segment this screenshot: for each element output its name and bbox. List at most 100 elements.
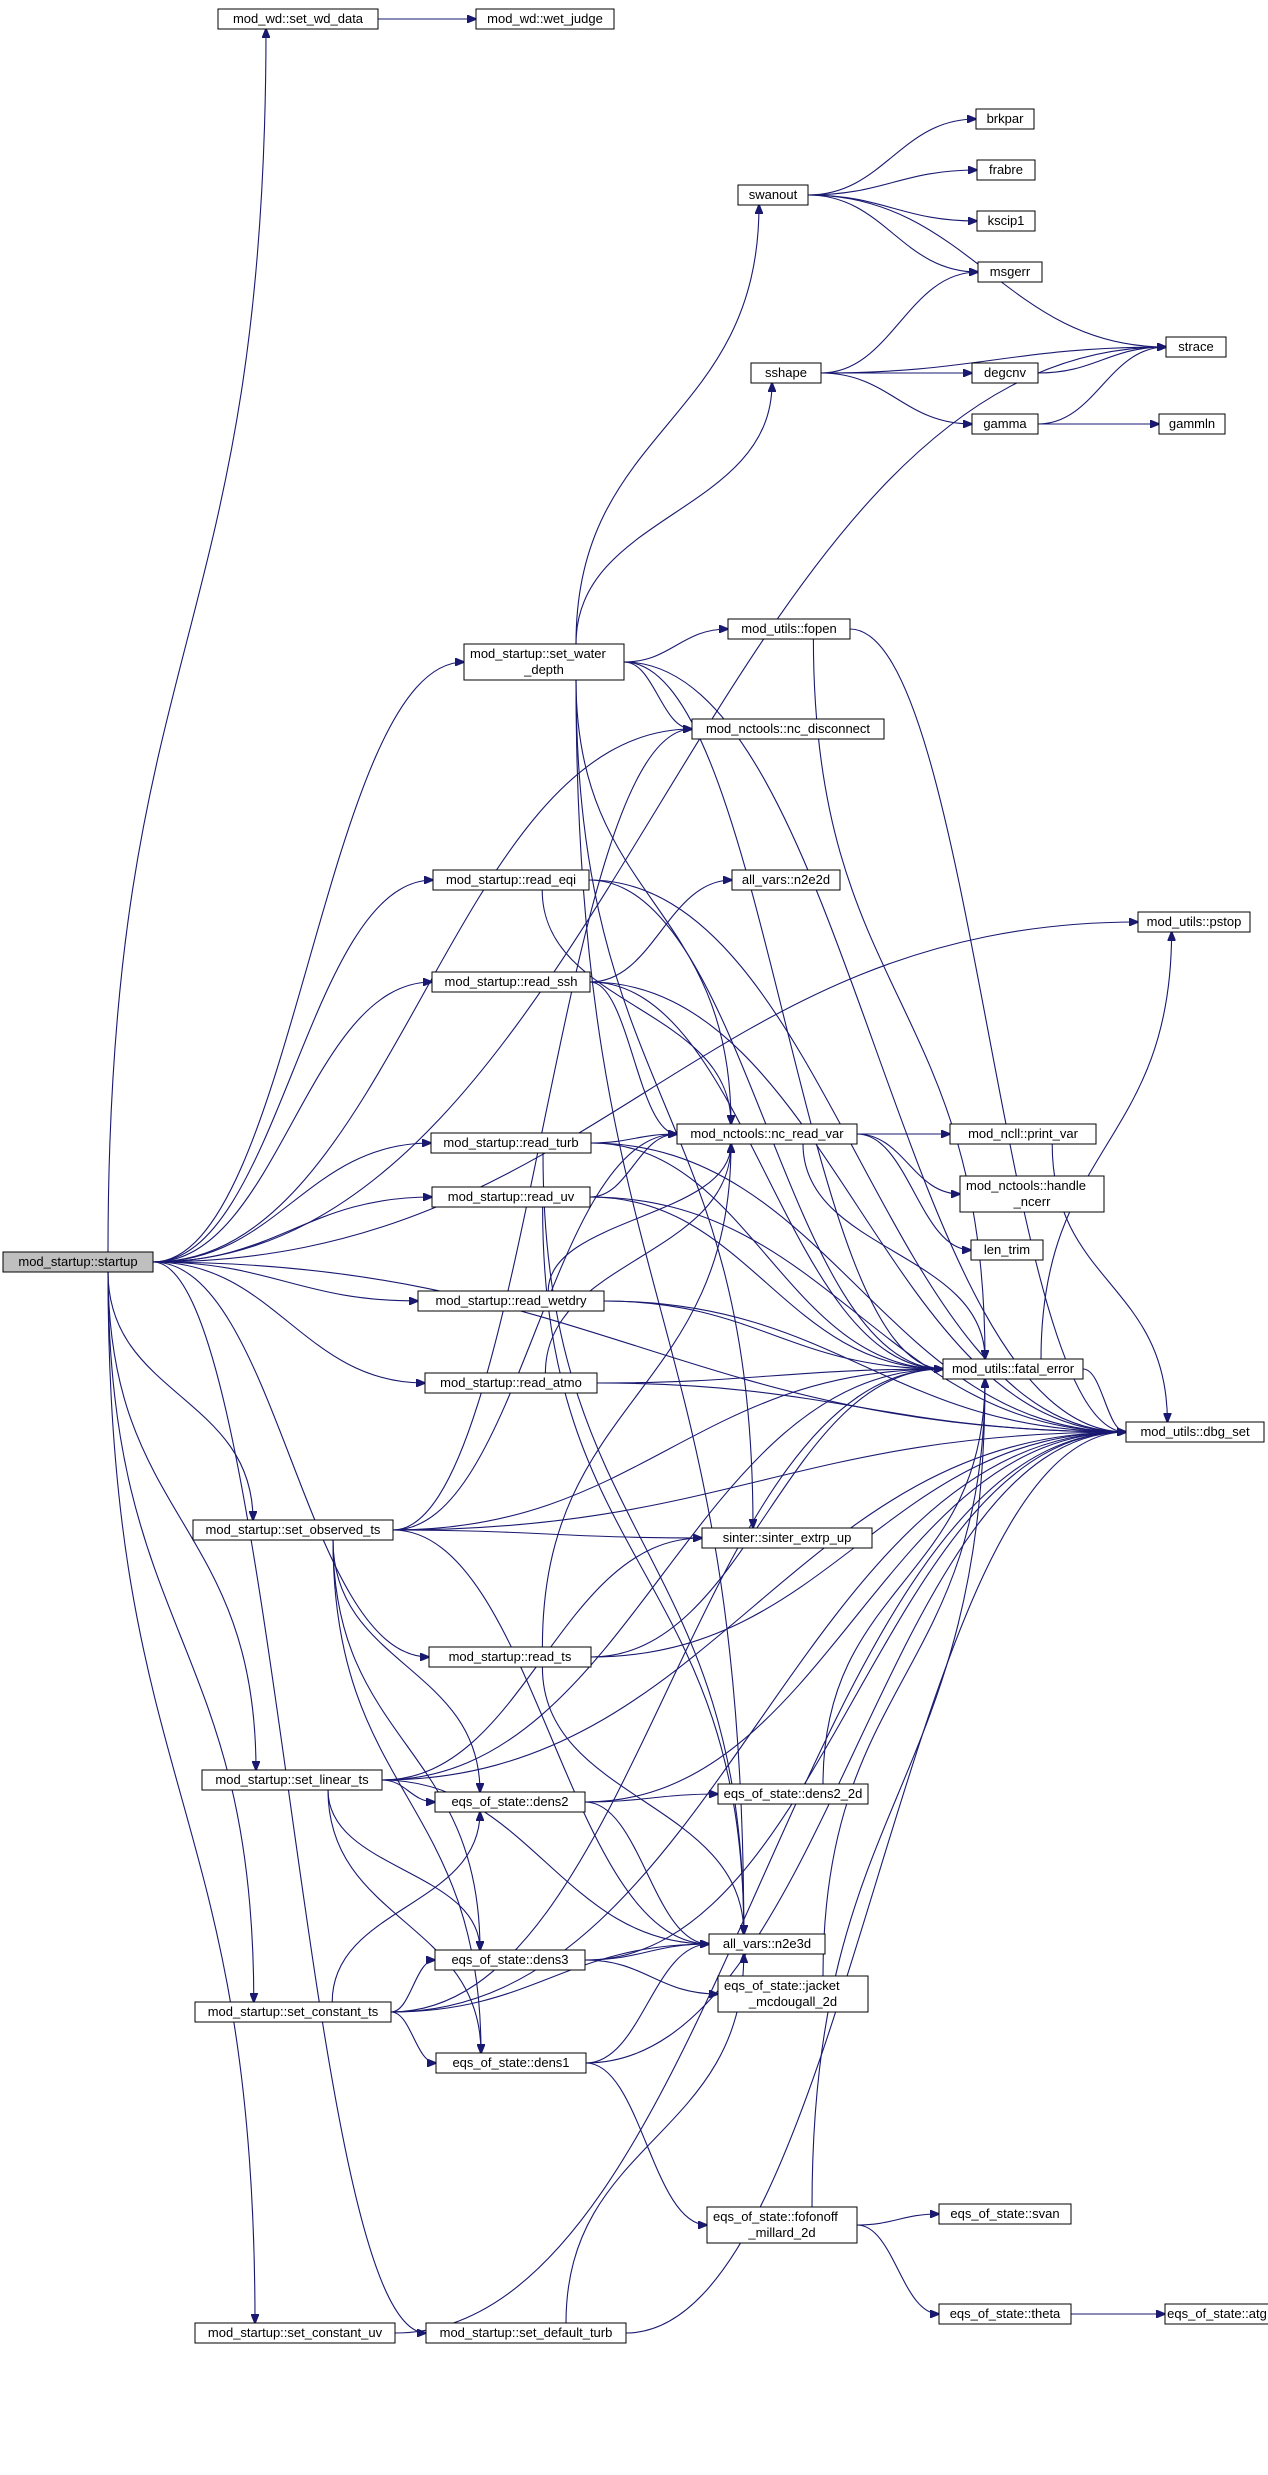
node-read-eqi[interactable]: mod_startup::read_eqi bbox=[432, 869, 590, 891]
node-dens3[interactable]: eqs_of_state::dens3 bbox=[434, 1949, 586, 1971]
node-n2e2d[interactable]: all_vars::n2e2d bbox=[731, 869, 841, 891]
edge-fofonoff-to-svan bbox=[856, 2214, 939, 2226]
node-label: mod_startup::read_turb bbox=[443, 1135, 578, 1150]
node-dens2-2d[interactable]: eqs_of_state::dens2_2d bbox=[717, 1783, 869, 1805]
edge-startup-to-read-turb bbox=[152, 1143, 431, 1263]
edge-swanout-to-brkpar bbox=[807, 119, 976, 196]
node-label: eqs_of_state::jacket bbox=[724, 1978, 840, 1993]
edge-dens1-to-dbg-set bbox=[585, 1432, 1126, 2064]
edge-set-water-depth-to-fatal-error bbox=[623, 661, 943, 1369]
node-dens2[interactable]: eqs_of_state::dens2 bbox=[434, 1791, 586, 1813]
node-svan[interactable]: eqs_of_state::svan bbox=[938, 2203, 1072, 2225]
node-set-linear-ts[interactable]: mod_startup::set_linear_ts bbox=[201, 1769, 383, 1791]
node-kscip1[interactable]: kscip1 bbox=[976, 210, 1036, 232]
edge-read-ssh-to-nc-read-var bbox=[589, 981, 677, 1134]
edge-jacket-to-fatal-error bbox=[822, 1379, 985, 1977]
node-label: gammln bbox=[1169, 416, 1215, 431]
node-label: sinter::sinter_extrp_up bbox=[723, 1530, 852, 1545]
node-pstop[interactable]: mod_utils::pstop bbox=[1137, 911, 1251, 933]
node-swanout[interactable]: swanout bbox=[737, 184, 809, 206]
node-read-ssh[interactable]: mod_startup::read_ssh bbox=[431, 971, 591, 993]
node-label: mod_startup::read_atmo bbox=[440, 1375, 582, 1390]
node-sshape[interactable]: sshape bbox=[750, 362, 822, 384]
node-read-turb[interactable]: mod_startup::read_turb bbox=[430, 1132, 592, 1154]
node-label: mod_startup::set_water bbox=[470, 646, 607, 661]
node-read-atmo[interactable]: mod_startup::read_atmo bbox=[424, 1372, 598, 1394]
edge-nc-read-var-to-len-trim bbox=[856, 1133, 971, 1250]
node-fatal-error[interactable]: mod_utils::fatal_error bbox=[942, 1358, 1084, 1380]
node-label: mod_ncll::print_var bbox=[968, 1126, 1078, 1141]
node-frabre[interactable]: frabre bbox=[976, 159, 1036, 181]
node-jacket[interactable]: eqs_of_state::jacket_mcdougall_2d bbox=[717, 1975, 869, 2013]
node-box bbox=[434, 1949, 586, 1971]
edge-set-observed-ts-to-fatal-error bbox=[392, 1369, 943, 1531]
edge-fatal-error-to-dbg-set bbox=[1082, 1368, 1126, 1432]
node-gammln[interactable]: gammln bbox=[1158, 413, 1226, 435]
node-set-water-depth[interactable]: mod_startup::set_water_depth bbox=[463, 643, 625, 681]
node-nc-read-var[interactable]: mod_nctools::nc_read_var bbox=[676, 1123, 858, 1145]
node-dbg-set[interactable]: mod_utils::dbg_set bbox=[1125, 1421, 1265, 1443]
edge-set-constant-ts-to-dbg-set bbox=[390, 1432, 1126, 2013]
node-label: mod_startup::set_constant_ts bbox=[208, 2004, 379, 2019]
edge-read-ts-to-n2e3d bbox=[541, 1666, 743, 1934]
node-box bbox=[428, 1646, 592, 1668]
edge-set-default-turb-to-n2e3d bbox=[565, 1954, 744, 2324]
node-label: msgerr bbox=[990, 264, 1031, 279]
node-sinter-extrp-up[interactable]: sinter::sinter_extrp_up bbox=[701, 1527, 873, 1549]
node-atg[interactable]: eqs_of_state::atg bbox=[1164, 2303, 1268, 2325]
edge-startup-to-read-ts bbox=[152, 1261, 429, 1657]
node-fofonoff[interactable]: eqs_of_state::fofonoff_millard_2d bbox=[706, 2206, 858, 2244]
node-box bbox=[434, 1791, 586, 1813]
node-fopen[interactable]: mod_utils::fopen bbox=[727, 618, 851, 640]
node-box bbox=[750, 362, 822, 384]
edge-read-uv-to-n2e3d bbox=[542, 1206, 744, 1934]
edge-sshape-to-strace bbox=[820, 347, 1166, 374]
node-n2e3d[interactable]: all_vars::n2e3d bbox=[708, 1933, 826, 1955]
edge-degcnv-to-strace bbox=[1037, 347, 1166, 374]
node-dens1[interactable]: eqs_of_state::dens1 bbox=[435, 2052, 587, 2074]
node-wet-judge[interactable]: mod_wd::wet_judge bbox=[475, 8, 615, 30]
node-nc-disconnect[interactable]: mod_nctools::nc_disconnect bbox=[691, 718, 885, 740]
node-brkpar[interactable]: brkpar bbox=[975, 108, 1035, 130]
edge-dens3-to-jacket bbox=[584, 1959, 718, 1994]
node-box bbox=[701, 1527, 873, 1549]
node-box bbox=[676, 1123, 858, 1145]
edge-read-turb-to-dbg-set bbox=[590, 1142, 1126, 1432]
node-set-default-turb[interactable]: mod_startup::set_default_turb bbox=[425, 2322, 627, 2344]
node-len-trim[interactable]: len_trim bbox=[970, 1239, 1044, 1261]
edge-startup-to-read-wetdry bbox=[152, 1261, 418, 1301]
node-set-observed-ts[interactable]: mod_startup::set_observed_ts bbox=[192, 1519, 394, 1541]
node-read-ts[interactable]: mod_startup::read_ts bbox=[428, 1646, 592, 1668]
node-gamma[interactable]: gamma bbox=[971, 413, 1039, 435]
edge-set-water-depth-to-sshape bbox=[575, 383, 772, 645]
edge-startup-to-set-default-turb bbox=[152, 1261, 426, 2333]
node-print-var[interactable]: mod_ncll::print_var bbox=[949, 1123, 1097, 1145]
node-handle-ncerr[interactable]: mod_nctools::handle_ncerr bbox=[959, 1175, 1105, 1213]
edge-swanout-to-msgerr bbox=[807, 194, 978, 272]
edge-set-linear-ts-to-dens3 bbox=[327, 1789, 480, 1950]
edge-nc-read-var-to-handle-ncerr bbox=[856, 1133, 960, 1194]
edge-set-observed-ts-to-n2e3d bbox=[392, 1529, 709, 1944]
edge-set-observed-ts-to-nc-read-var bbox=[392, 1134, 677, 1531]
node-theta[interactable]: eqs_of_state::theta bbox=[938, 2303, 1072, 2325]
edge-read-ssh-to-n2e2d bbox=[589, 880, 732, 983]
edge-read-wetdry-to-dbg-set bbox=[603, 1300, 1126, 1432]
node-label: _millard_2d bbox=[747, 2225, 815, 2240]
edge-startup-to-read-uv bbox=[152, 1197, 432, 1263]
edge-swanout-to-frabre bbox=[807, 170, 977, 196]
node-set-constant-uv[interactable]: mod_startup::set_constant_uv bbox=[194, 2322, 396, 2344]
node-box bbox=[938, 2303, 1072, 2325]
node-degcnv[interactable]: degcnv bbox=[971, 362, 1039, 384]
node-set-wd-data[interactable]: mod_wd::set_wd_data bbox=[217, 8, 379, 30]
node-label: sshape bbox=[765, 365, 807, 380]
node-box bbox=[201, 1769, 383, 1791]
edge-read-wetdry-to-fatal-error bbox=[603, 1300, 943, 1369]
node-startup[interactable]: mod_startup::startup bbox=[2, 1251, 154, 1273]
node-set-constant-ts[interactable]: mod_startup::set_constant_ts bbox=[194, 2001, 392, 2023]
node-read-wetdry[interactable]: mod_startup::read_wetdry bbox=[417, 1290, 605, 1312]
node-box bbox=[431, 1186, 591, 1208]
edge-set-constant-ts-to-fatal-error bbox=[390, 1369, 943, 2013]
node-read-uv[interactable]: mod_startup::read_uv bbox=[431, 1186, 591, 1208]
node-strace[interactable]: strace bbox=[1165, 336, 1227, 358]
node-msgerr[interactable]: msgerr bbox=[977, 261, 1043, 283]
